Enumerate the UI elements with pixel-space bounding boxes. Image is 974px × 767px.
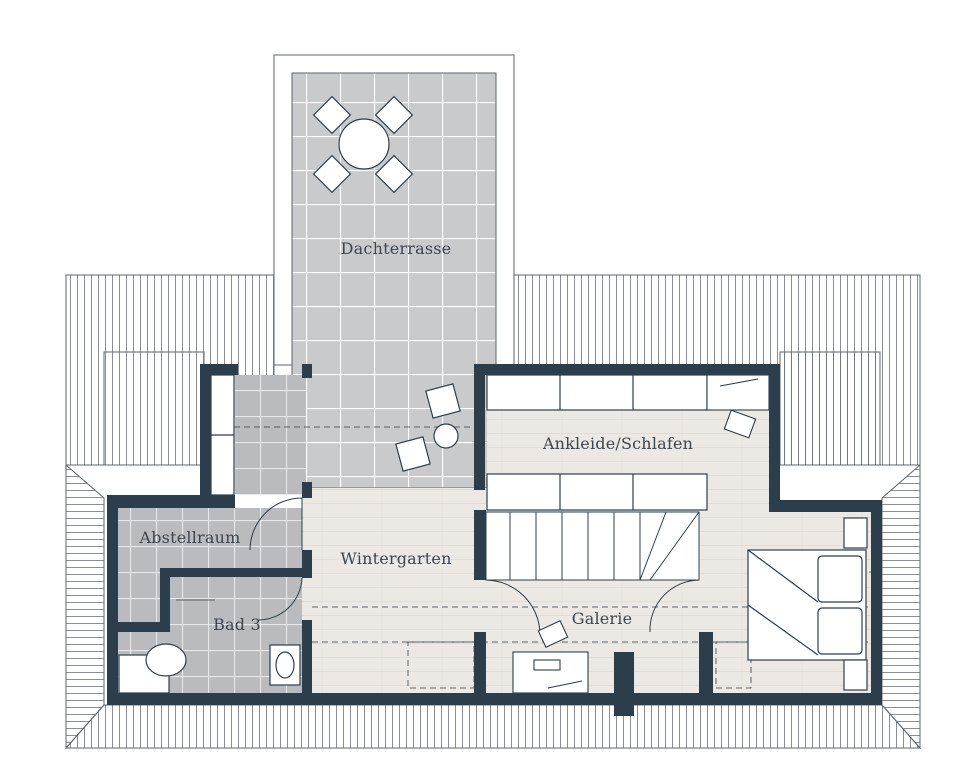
wardrobes [210,374,708,511]
double-bed [747,517,868,691]
walls [107,364,882,716]
label-galerie: Galerie [572,609,633,628]
label-ankleide-schlafen: Ankleide/Schlafen [542,434,693,453]
doors [249,497,700,634]
desk-lower [512,620,589,694]
terrace-table-set [312,95,414,194]
staircase [485,511,700,581]
label-abstellraum: Abstellraum [138,528,240,547]
room-labels: Dachterrasse Ankleide/Schlafen Abstellra… [138,239,693,634]
terrace-lounge-chairs [395,383,461,472]
label-wintergarten: Wintergarten [340,549,451,568]
bathroom-fixtures [118,583,301,694]
label-bad-3: Bad 3 [213,615,261,634]
desk-upper [706,374,770,439]
label-dachterrasse: Dachterrasse [341,239,452,258]
